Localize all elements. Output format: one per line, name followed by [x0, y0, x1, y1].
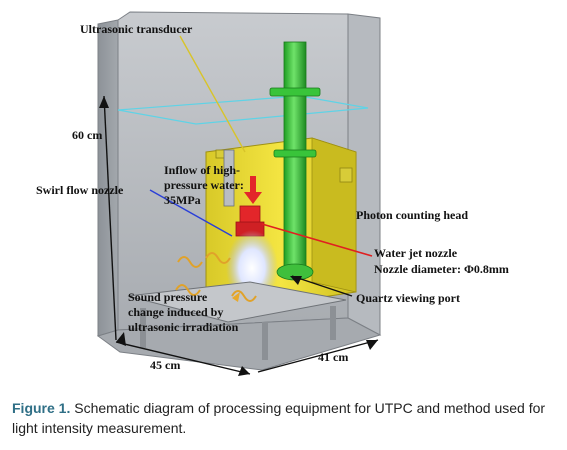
label-swirl-flow-nozzle: Swirl flow nozzle	[36, 183, 124, 197]
dimension-arrowheads	[99, 96, 378, 376]
caption-figure-number: Figure 1.	[12, 400, 71, 416]
base-plate	[127, 281, 347, 360]
label-inflow-high-pressure-water: Inflow of high- pressure water: 35MPa	[164, 163, 244, 207]
swirl-arrow	[232, 292, 240, 302]
label-nozzle-diameter: Nozzle diameter: Φ0.8mm	[374, 262, 509, 276]
label-ultrasonic-transducer: Ultrasonic transducer	[80, 22, 193, 36]
water-jet-leader	[261, 223, 373, 257]
caption-text: Schematic diagram of processing equipmen…	[12, 400, 546, 436]
transducer-rod	[223, 149, 235, 207]
swirl-flow-marks	[175, 252, 257, 302]
diagram-illustration	[96, 11, 382, 376]
label-water-jet-nozzle: Water jet nozzle	[374, 246, 458, 260]
green-pipe	[269, 41, 321, 281]
inflow-arrow	[244, 176, 262, 204]
transducer-leader	[179, 35, 246, 153]
dimension-lines	[103, 95, 379, 375]
label-height: 60 cm	[72, 128, 103, 142]
equipment-diagram: Ultrasonic transducer 60 cm Swirl flow n…	[36, 11, 509, 376]
label-depth: 41 cm	[318, 350, 349, 364]
quartz-leader	[291, 275, 353, 297]
label-photon-counting-head: Photon counting head	[356, 208, 469, 222]
label-width: 45 cm	[150, 358, 181, 372]
swirl-nozzle-leader	[149, 189, 233, 237]
label-quartz-viewing-port: Quartz viewing port	[356, 291, 460, 305]
quartz-leader-arrowhead	[290, 276, 302, 285]
figure-caption: Figure 1. Schematic diagram of processin…	[12, 398, 557, 438]
label-sound-pressure-change: Sound pressure change induced by ultraso…	[128, 290, 239, 334]
